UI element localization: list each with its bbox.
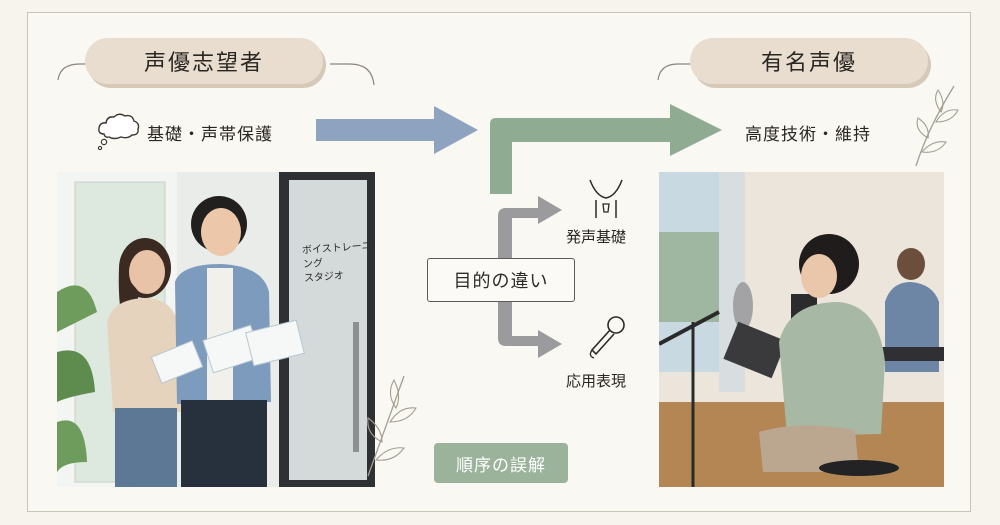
- right-decor-curve: [657, 63, 692, 81]
- left-photo-illustration: [57, 172, 375, 487]
- studio-sign: ボイストレーニング スタジオ: [301, 240, 372, 285]
- gray-fork-arrows: [498, 196, 562, 358]
- right-photo: [659, 172, 944, 487]
- microphone-icon: [589, 316, 625, 359]
- center-purpose-box: 目的の違い: [427, 258, 575, 302]
- leaf-branch-icon-bottom: [367, 375, 417, 477]
- green-arrow: [490, 104, 722, 194]
- left-title-pill: 声優志望者: [85, 38, 323, 84]
- left-decor-curve-right: [330, 63, 375, 86]
- right-title-pill: 有名声優: [690, 38, 928, 84]
- left-title: 声優志望者: [143, 51, 264, 76]
- left-decor-curve: [57, 63, 90, 81]
- branch-bottom-label: 応用表現: [566, 372, 627, 390]
- badge-label: 順序の誤解: [456, 455, 546, 476]
- right-title: 有名声優: [760, 51, 857, 76]
- right-label: 高度技術・維持: [745, 125, 871, 145]
- blue-arrow: [316, 106, 478, 154]
- thought-cloud-icon: [97, 113, 140, 151]
- center-purpose-label: 目的の違い: [453, 271, 549, 292]
- title-decor-lines: [57, 63, 692, 86]
- left-thought-label: 基礎・声帯保護: [147, 125, 273, 145]
- leaf-branch-icon: [915, 85, 959, 167]
- throat-icon: [589, 179, 623, 218]
- branch-top-label: 発声基礎: [566, 228, 627, 246]
- left-photo: ボイストレーニング スタジオ: [57, 172, 375, 487]
- sequence-misunderstanding-badge: 順序の誤解: [434, 443, 568, 483]
- right-photo-illustration: [659, 172, 944, 487]
